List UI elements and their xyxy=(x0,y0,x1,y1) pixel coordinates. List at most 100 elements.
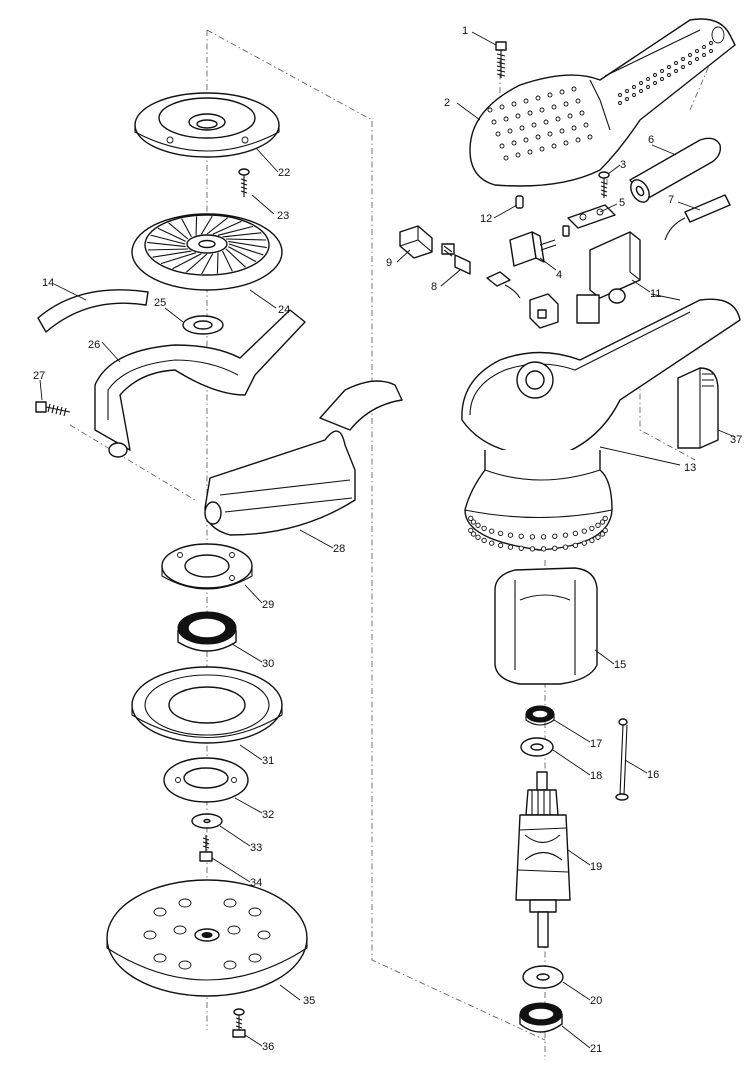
dust-hole xyxy=(173,925,187,935)
grip-dot xyxy=(646,85,650,89)
part-2-vent-dots xyxy=(487,41,713,161)
vent-hole xyxy=(551,143,557,149)
label-19: 19 xyxy=(590,861,602,873)
vent-hole xyxy=(497,530,504,537)
vent-hole xyxy=(540,546,547,552)
leader-lines xyxy=(39,31,736,1049)
fan-blade xyxy=(228,246,257,263)
dust-hole xyxy=(248,907,262,917)
part-7-cord xyxy=(664,194,731,241)
dust-hole xyxy=(153,953,167,963)
label-20: 20 xyxy=(590,995,602,1007)
part-21-bearing xyxy=(519,1002,563,1033)
vent-hole xyxy=(572,542,579,549)
label-29: 29 xyxy=(262,599,274,611)
vent-hole xyxy=(559,89,565,95)
vent-hole xyxy=(559,128,565,134)
vent-hole xyxy=(579,110,585,116)
fan-blade xyxy=(147,241,186,248)
callout-labels: 1 2 3 6 7 5 12 9 4 8 11 13 37 14 22 23 2… xyxy=(33,25,742,1055)
vent-hole xyxy=(563,101,569,107)
vent-hole xyxy=(489,528,495,534)
label-18: 18 xyxy=(590,770,602,782)
part-15-field xyxy=(494,567,598,685)
fan-blade xyxy=(152,250,192,258)
vent-hole xyxy=(468,527,474,534)
grip-dot xyxy=(660,77,664,81)
fan-blade xyxy=(226,238,267,241)
part-2-housing-cover xyxy=(469,18,736,187)
grip-dot xyxy=(695,49,699,53)
fan-blade xyxy=(195,216,198,236)
label-26: 26 xyxy=(88,339,100,351)
vent-hole xyxy=(489,540,495,546)
part-31-ring xyxy=(131,666,283,744)
label-37: 37 xyxy=(730,434,742,446)
vent-hole xyxy=(497,542,504,549)
label-35: 35 xyxy=(303,995,315,1007)
grip-dot xyxy=(681,57,685,61)
grip-dot xyxy=(688,53,692,57)
part-29-bearing-holder xyxy=(161,543,253,590)
fan-blade xyxy=(206,217,228,235)
fan-blade xyxy=(168,222,189,240)
grip-dot xyxy=(674,69,678,73)
fan-blade xyxy=(225,248,246,268)
grip-dot xyxy=(639,81,643,85)
part-4-suppressor xyxy=(509,225,570,267)
label-15: 15 xyxy=(614,659,626,671)
vent-hole xyxy=(503,155,509,161)
part-14-band xyxy=(37,289,149,333)
grip-dot xyxy=(688,61,692,65)
label-33: 33 xyxy=(250,842,262,854)
fan-blade xyxy=(228,240,267,249)
part-11-switch xyxy=(576,231,641,324)
grip-dot xyxy=(646,77,650,81)
vent-hole xyxy=(529,546,536,552)
part-34-screw xyxy=(199,835,213,862)
vent-hole xyxy=(531,122,537,128)
grip-dot xyxy=(674,61,678,65)
label-11: 11 xyxy=(650,288,661,300)
vent-hole xyxy=(535,134,541,140)
label-36: 36 xyxy=(262,1041,274,1053)
part-33-washer xyxy=(191,813,223,829)
vent-hole xyxy=(571,125,577,131)
fan-blade xyxy=(212,220,242,235)
vent-hole xyxy=(575,137,581,143)
label-34: 34 xyxy=(250,877,262,889)
vent-hole xyxy=(487,107,493,113)
label-7: 7 xyxy=(668,194,674,206)
grip-dot xyxy=(653,73,657,77)
fan-blade xyxy=(217,225,254,236)
vent-hole xyxy=(507,544,514,550)
vent-hole xyxy=(599,519,606,525)
part-25-washer xyxy=(182,315,224,335)
vent-hole xyxy=(481,525,487,532)
label-31: 31 xyxy=(262,755,274,767)
vent-hole xyxy=(518,545,524,551)
label-16: 16 xyxy=(647,769,659,781)
vent-hole xyxy=(507,128,513,134)
fan-blade xyxy=(157,227,186,242)
vent-hole xyxy=(475,534,481,540)
fan-blade xyxy=(150,234,186,245)
label-22: 22 xyxy=(278,167,290,179)
vent-hole xyxy=(567,113,573,119)
part-6-side-handle xyxy=(629,137,722,203)
vent-hole xyxy=(575,98,581,104)
part-28-dust-duct xyxy=(204,380,403,536)
part-22-flange xyxy=(134,92,280,158)
label-32: 32 xyxy=(262,809,274,821)
vent-hole xyxy=(547,131,553,137)
grip-dot xyxy=(639,89,643,93)
vent-hole xyxy=(503,116,509,122)
vent-hole xyxy=(539,107,545,113)
vent-hole xyxy=(547,92,553,98)
vent-hole xyxy=(555,116,561,122)
dust-hole xyxy=(143,930,157,940)
part-1-screw xyxy=(495,41,507,78)
label-5: 5 xyxy=(619,197,625,209)
fan-blade xyxy=(228,243,264,256)
label-8: 8 xyxy=(431,281,437,293)
